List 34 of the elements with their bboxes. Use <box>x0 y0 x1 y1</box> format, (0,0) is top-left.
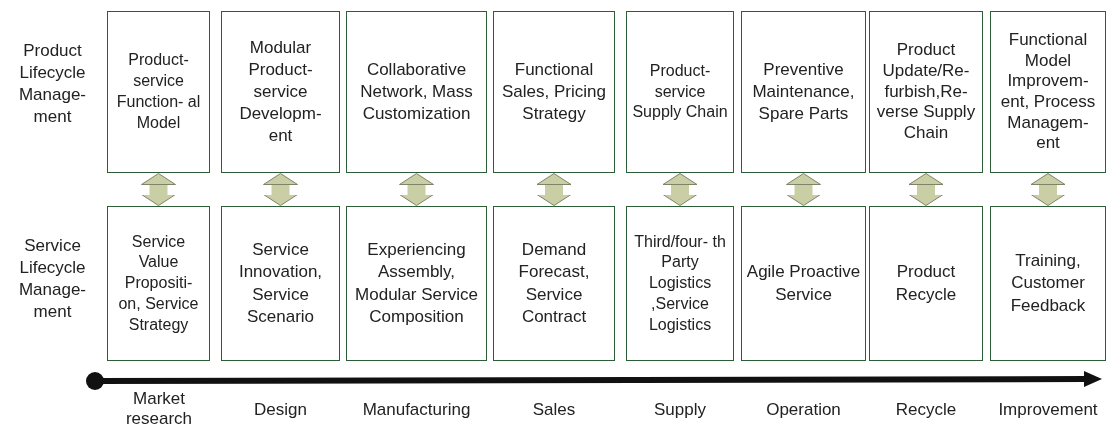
row-label: Product Lifecycle Manage- ment <box>17 40 88 129</box>
double-arrow <box>908 173 944 206</box>
stage-label: Market research <box>124 389 194 428</box>
double-arrow <box>1030 173 1066 206</box>
double-arrow <box>786 173 821 206</box>
row-label: Service Lifecycle Manage- ment <box>17 235 88 324</box>
process-box: Service Value Propositi- on, Service Strategy <box>107 206 210 361</box>
process-box: Third/four- th Party Logistics ,Service Logistics <box>626 206 734 361</box>
double-arrow <box>662 173 698 206</box>
process-box: Modular Product- service Developm- ent <box>221 11 340 173</box>
process-box: Functional Sales, Pricing Strategy <box>493 11 615 173</box>
double-arrow <box>399 173 434 206</box>
stage-label: Recycle <box>894 400 958 420</box>
process-box: Product Update/Re- furbish,Re- verse Supply Chain <box>869 11 983 173</box>
stage-label: Design <box>253 400 308 420</box>
stage-label: Manufacturing <box>361 400 472 420</box>
double-arrow <box>536 173 572 206</box>
process-box: Training, Customer Feedback <box>990 206 1106 361</box>
process-box: Functional Model Improvem- ent, Process Managem- ent <box>990 11 1106 173</box>
stage-label: Operation <box>765 400 842 420</box>
double-arrow <box>141 173 176 206</box>
process-box: Product- service Supply Chain <box>626 11 734 173</box>
stage-label: Sales <box>531 400 577 420</box>
process-box: Product Recycle <box>869 206 983 361</box>
process-box: Agile Proactive Service <box>741 206 866 361</box>
process-box: Demand Forecast, Service Contract <box>493 206 615 361</box>
stage-label: Supply <box>653 400 707 420</box>
process-box: Preventive Maintenance, Spare Parts <box>741 11 866 173</box>
process-box: Experiencing Assembly, Modular Service Composition <box>346 206 487 361</box>
process-box: Collaborative Network, Mass Customization <box>346 11 487 173</box>
stage-label: Improvement <box>997 400 1099 420</box>
process-box: Product- service Function- al Model <box>107 11 210 173</box>
process-box: Service Innovation, Service Scenario <box>221 206 340 361</box>
double-arrow <box>263 173 298 206</box>
